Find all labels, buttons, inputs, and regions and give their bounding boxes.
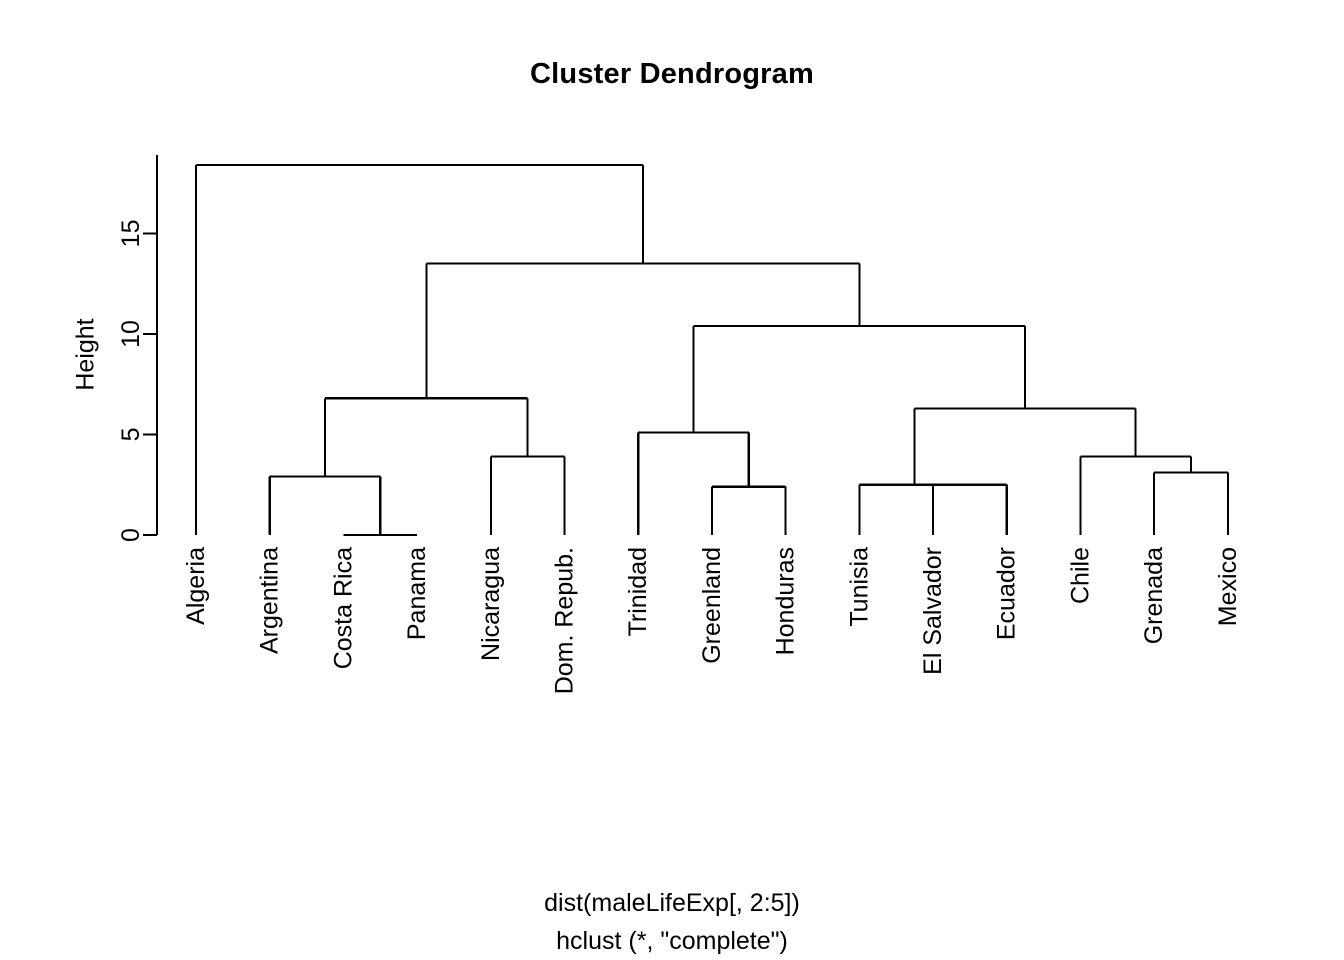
leaf-label: El Salvador <box>919 547 947 675</box>
y-axis-tick-label: 0 <box>117 528 145 542</box>
dendrogram-merge-node <box>931 483 1008 535</box>
dendrogram-merge-node <box>637 431 750 535</box>
leaf-label: Algeria <box>182 547 210 625</box>
leaf-label: Panama <box>403 547 431 640</box>
page-title: Cluster Dendrogram <box>530 58 814 90</box>
dendrogram-merge-node <box>323 397 529 477</box>
leaf-label: Nicaragua <box>477 547 505 661</box>
dendrogram-merge-node <box>692 324 1027 433</box>
leaf-label: Trinidad <box>624 547 652 636</box>
dendrogram-merge-node <box>268 475 382 535</box>
caption-line-2: hclust (*, "complete") <box>556 927 788 955</box>
y-axis-tick-label: 5 <box>117 428 145 442</box>
dendrogram-merge-node <box>489 455 566 535</box>
caption-line-1: dist(maleLifeExp[, 2:5]) <box>544 889 800 917</box>
dendrogram-merge-node <box>1153 471 1229 535</box>
dendrogram-merge-node <box>1079 455 1192 535</box>
y-axis: 0 5 10 15 <box>117 155 159 542</box>
dendrogram-merge-node <box>194 164 644 535</box>
dendrogram-merge-node <box>710 485 787 535</box>
leaf-label: Honduras <box>772 547 800 655</box>
plot-caption: dist(maleLifeExp[, 2:5]) hclust (*, "com… <box>0 884 1344 960</box>
leaf-label: Dom. Repub. <box>551 547 579 694</box>
dendrogram-merge-node <box>425 262 861 399</box>
leaf-label: Costa Rica <box>329 547 357 669</box>
leaf-label: Chile <box>1066 547 1094 604</box>
dendrogram-merge-node <box>858 483 970 535</box>
leaf-label: Grenada <box>1140 547 1168 644</box>
leaf-label: Tunisia <box>845 547 873 627</box>
y-axis-tick-label: 15 <box>117 220 145 248</box>
leaf-label: Argentina <box>256 547 284 654</box>
y-axis-tick-label: 10 <box>117 320 145 348</box>
dendrogram-merge-node <box>913 407 1137 485</box>
leaf-label: Mexico <box>1214 547 1242 626</box>
leaf-label: Greenland <box>698 547 726 664</box>
leaf-labels: Algeria Argentina Costa Rica Panama Nicaragu… <box>182 547 1242 694</box>
dendrogram-branches <box>194 164 1229 537</box>
leaf-label: Ecuador <box>993 547 1021 640</box>
